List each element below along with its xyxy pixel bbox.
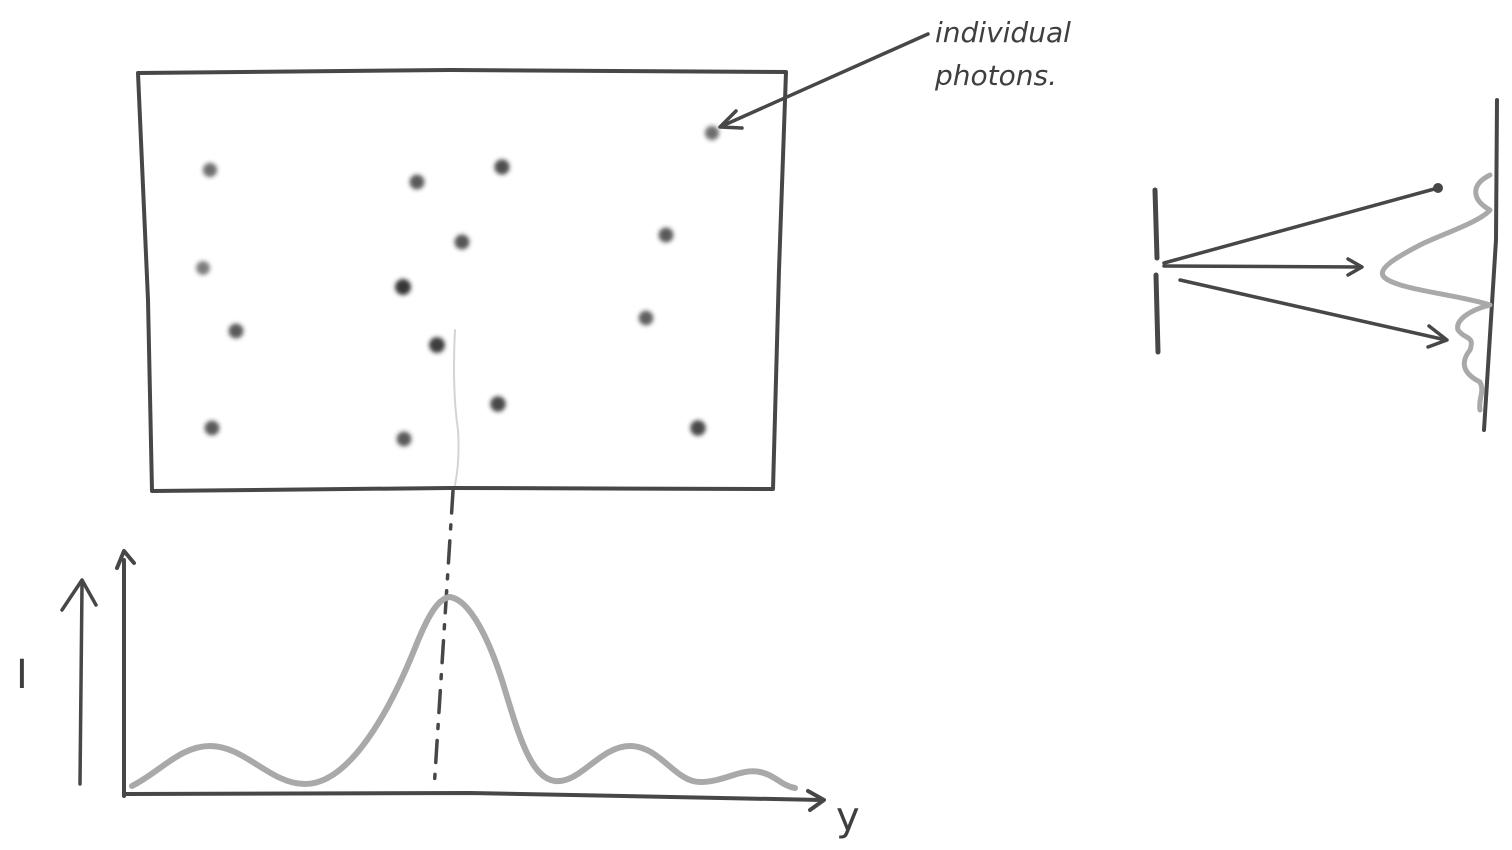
position-axis-label: y (836, 794, 860, 840)
ray-upper (1162, 186, 1440, 265)
position-axis (122, 791, 824, 802)
ray-lower-arrowhead-icon (1426, 324, 1449, 349)
photon-hit (494, 159, 510, 175)
annotation-line-1: individual (935, 16, 1071, 49)
ray-middle-arrowhead-icon (1346, 257, 1364, 277)
slit-barrier-bottom (1153, 272, 1161, 355)
photon-hits (196, 125, 720, 447)
photon-hit (490, 396, 506, 412)
ray-upper-endpoint (1433, 183, 1443, 193)
screen-center-smudge (453, 329, 460, 486)
position-axis-arrow-icon (806, 789, 826, 812)
inset-intensity-profile (1380, 172, 1493, 413)
photon-hit (396, 431, 412, 447)
photon-hit (196, 261, 210, 275)
photon-hit (395, 279, 411, 295)
photon-hit (228, 323, 244, 339)
annotation-line-2: photons. (934, 59, 1057, 92)
intensity-indicator-arrow (78, 583, 84, 786)
photon-hit (690, 420, 706, 436)
photon-hit (202, 162, 218, 178)
photon-hit (658, 227, 674, 243)
slit-barrier-top (1152, 187, 1160, 261)
inset-screen (1482, 98, 1499, 432)
slit-inset (1152, 98, 1499, 432)
photon-hit (409, 174, 425, 190)
ray-middle (1162, 264, 1362, 269)
center-dashdot-line (432, 489, 455, 792)
screen-frame (136, 68, 788, 493)
intensity-indicator-arrowhead-icon (60, 578, 98, 612)
intensity-axis-label: I (16, 652, 28, 698)
photon-hit (454, 234, 470, 250)
photon-hit (704, 125, 720, 141)
photon-annotation: individual photons. (718, 16, 1071, 130)
detector-screen (136, 68, 788, 493)
photon-hit (204, 420, 220, 436)
diffraction-intensity-curve (129, 594, 798, 791)
intensity-plot: I y (16, 549, 860, 840)
photon-hit (638, 310, 654, 326)
photon-hit (429, 337, 445, 353)
ray-lower (1178, 278, 1448, 342)
annotation-arrowhead-icon (718, 109, 744, 130)
annotation-arrow (720, 32, 930, 128)
intensity-axis-arrow-icon (115, 549, 136, 570)
